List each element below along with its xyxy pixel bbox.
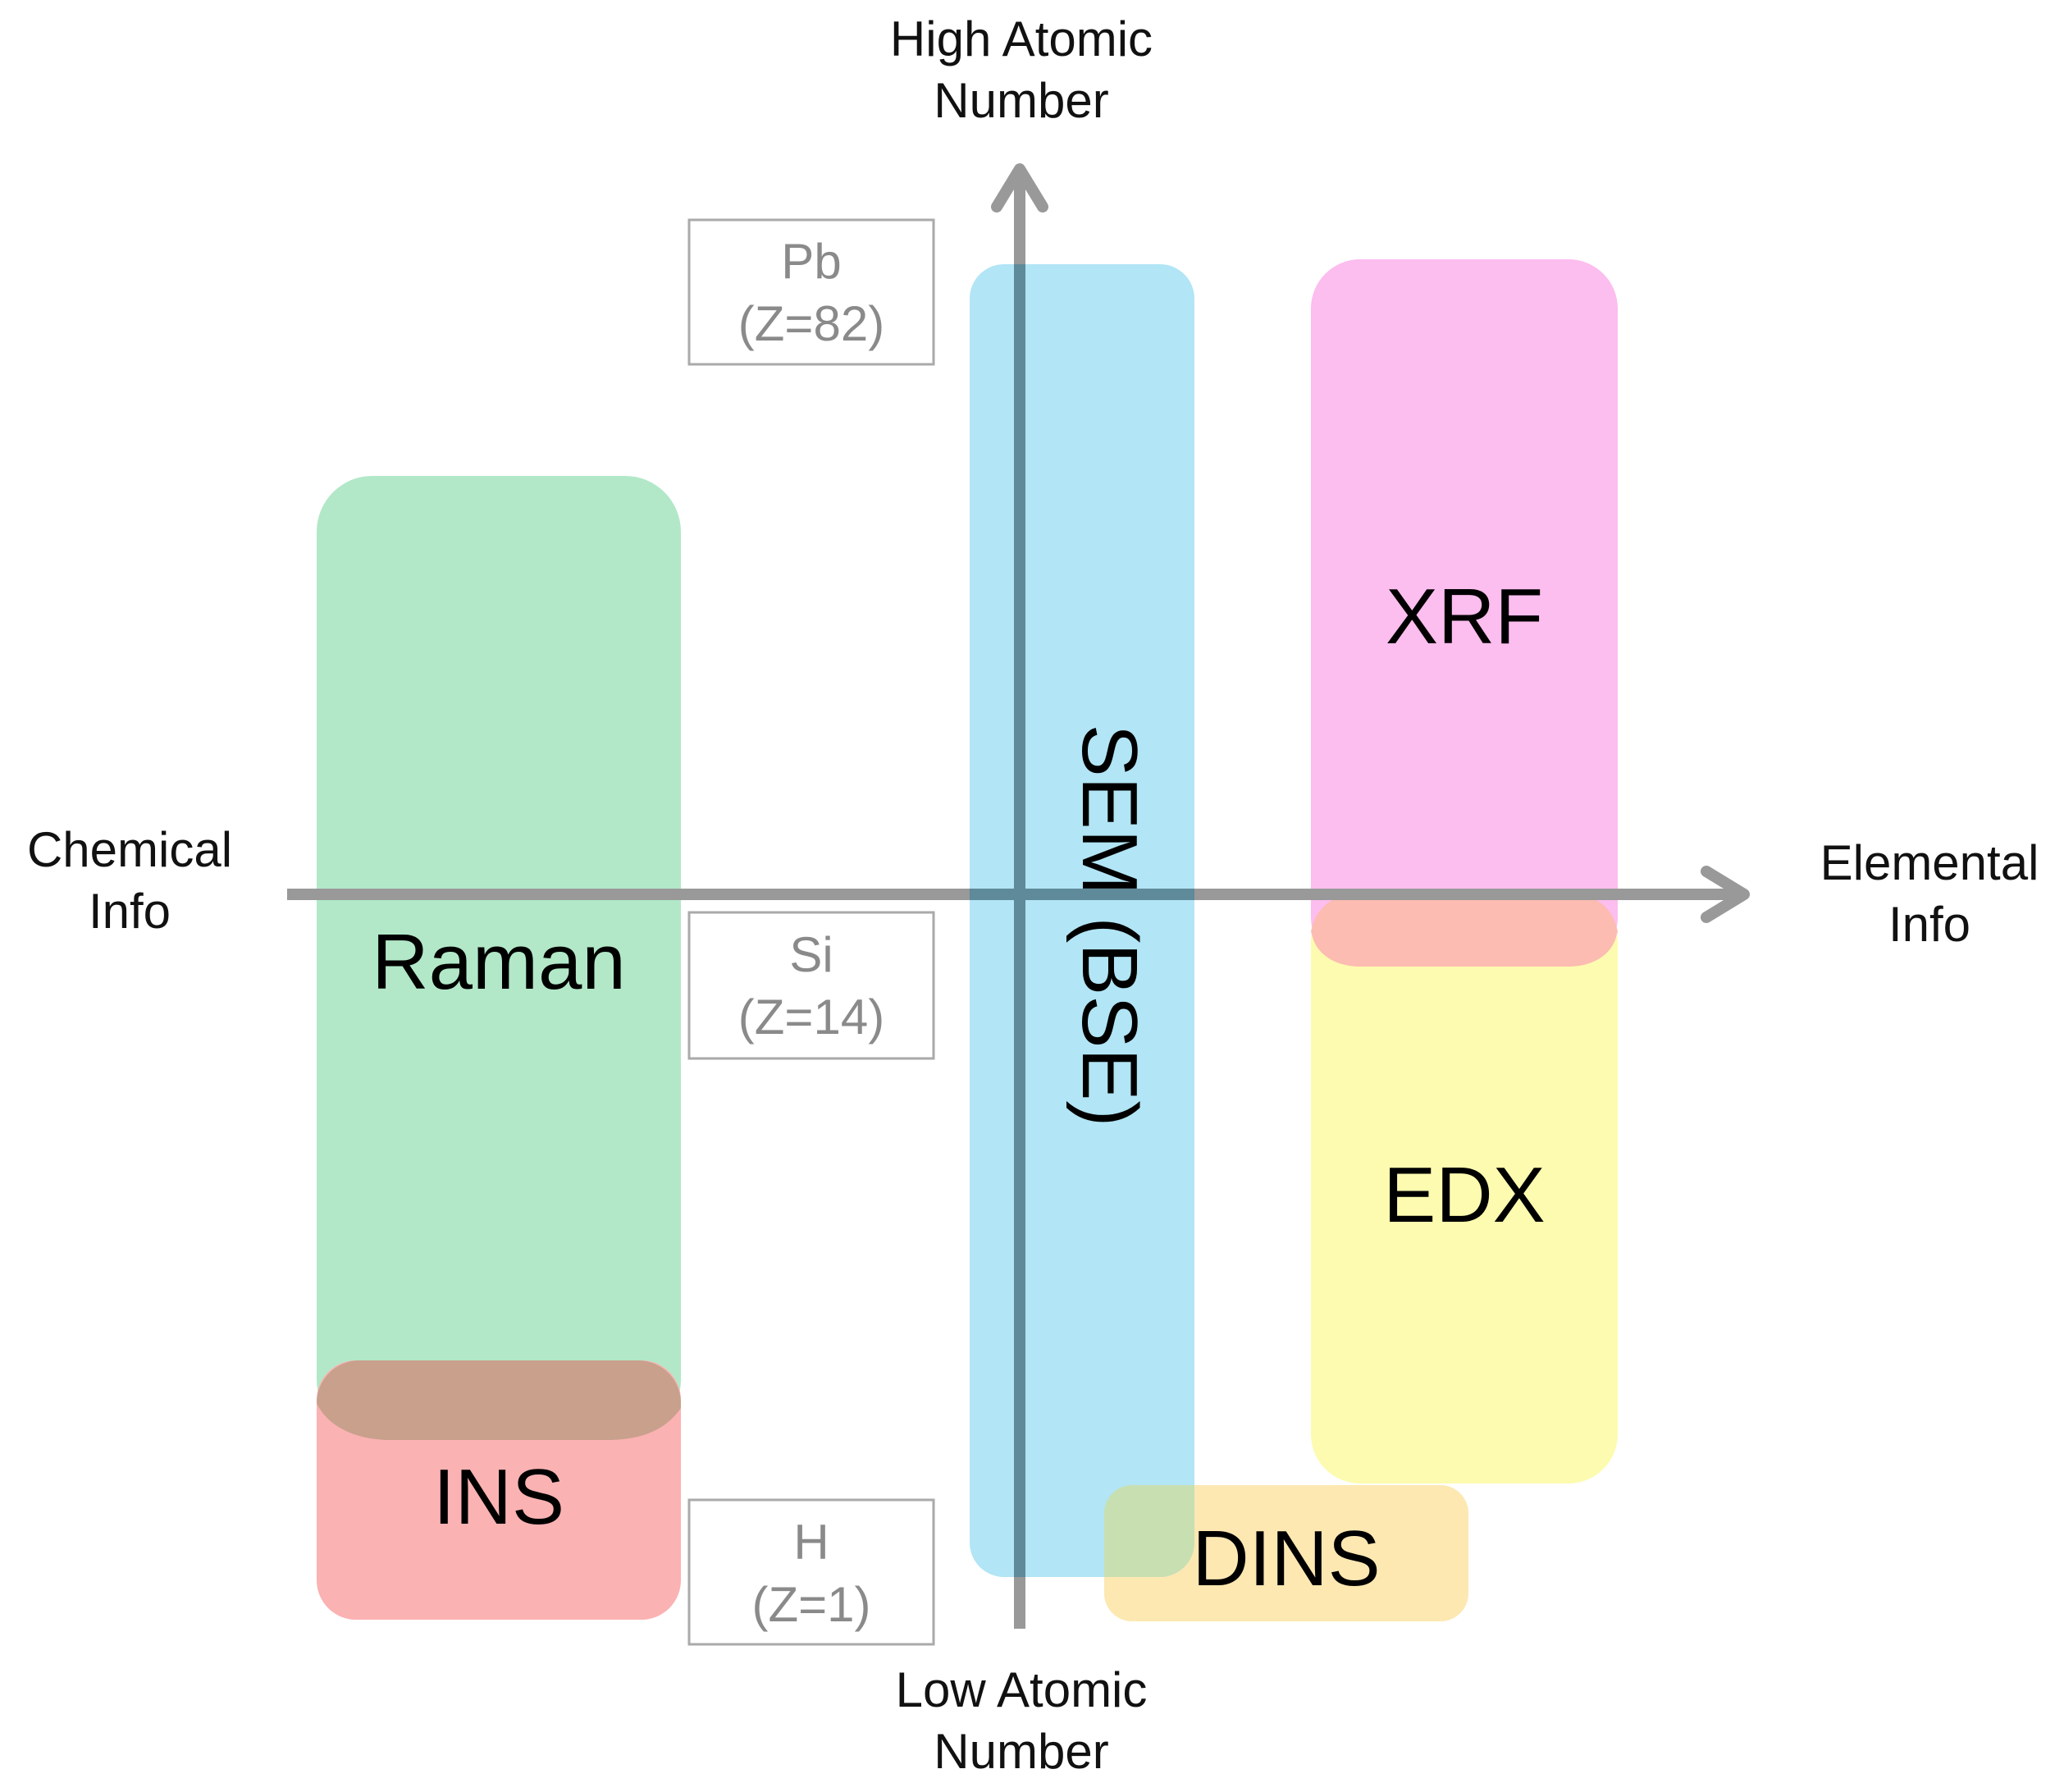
reference-box-si (687, 911, 935, 1060)
xrf-label: XRF (1386, 573, 1543, 661)
raman-region (317, 476, 681, 1436)
raman-label: Raman (372, 918, 625, 1006)
y-axis-bottom-label-line1: Low Atomic (896, 1662, 1148, 1717)
sem-dins-overlap (1104, 1485, 1194, 1577)
reference-z-si: (Z=14) (738, 990, 884, 1045)
dins-region (1104, 1485, 1468, 1621)
reference-element-h: H (793, 1515, 829, 1570)
ins-label: INS (433, 1453, 564, 1541)
edx-region (1311, 894, 1618, 1483)
y-axis-arrowhead (991, 163, 1048, 213)
reference-element-pb: Pb (781, 234, 841, 289)
dins-label: DINS (1192, 1515, 1380, 1602)
reference-z-pb: (Z=82) (738, 296, 884, 351)
x-axis-arrowhead (1701, 866, 1750, 923)
edx-label: EDX (1383, 1151, 1545, 1239)
xrf-edx-overlap (1311, 894, 1618, 967)
sem-label: SEM (BSE) (1066, 725, 1153, 1127)
xrf-region (1311, 259, 1618, 967)
x-axis-left-label-line2: Info (89, 884, 171, 939)
sem-region (970, 264, 1194, 1577)
reference-z-h: (Z=1) (751, 1577, 870, 1632)
y-axis-bottom-label-line2: Number (934, 1724, 1108, 1779)
reference-box-pb (687, 218, 935, 366)
y-axis-top-label-line1: High Atomic (890, 11, 1153, 66)
raman-ins-overlap (317, 1360, 681, 1440)
x-axis-right-label-line2: Info (1888, 897, 1970, 952)
reference-element-si: Si (789, 927, 833, 982)
y-axis-top-label-line2: Number (934, 73, 1108, 128)
reference-box-h (687, 1498, 935, 1646)
x-axis-left-label-line1: Chemical (27, 822, 232, 877)
x-axis-right-label-line1: Elemental (1820, 835, 2039, 890)
